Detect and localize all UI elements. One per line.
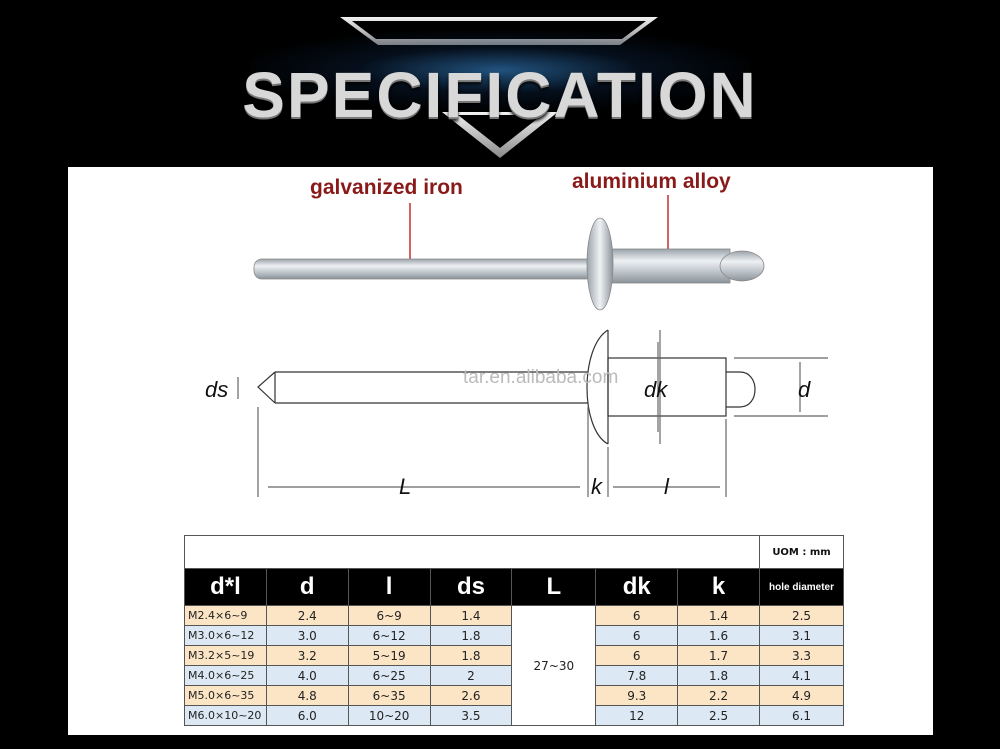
- cell-k: 2.5: [677, 705, 760, 726]
- uom-label: UOM : mm: [759, 535, 844, 569]
- cell-d: 4.8: [265, 685, 349, 706]
- cell-hole: 2.5: [759, 605, 844, 626]
- cell-dl: M6.0×10~20: [184, 705, 267, 726]
- cell-ds: 3.5: [429, 705, 513, 726]
- dim-label-L: L: [399, 474, 411, 499]
- uom-row: UOM : mm: [184, 535, 844, 569]
- dim-label-d: d: [798, 377, 811, 402]
- table-row: M5.0×6~35 4.8 6~35 2.6 9.3 2.2 4.9: [184, 685, 844, 706]
- dim-label-ds: ds: [205, 377, 228, 402]
- cell-hole: 6.1: [759, 705, 844, 726]
- rivet-photo: [253, 217, 765, 311]
- cell-k: 1.6: [677, 625, 760, 646]
- cell-ds: 1.8: [429, 625, 513, 646]
- cell-ds: 1.4: [429, 605, 513, 626]
- watermark-text: tar.en.alibaba.com: [463, 367, 618, 388]
- cell-d: 4.0: [265, 665, 349, 686]
- cell-l: 10~20: [347, 705, 431, 726]
- header-banner: SPECIFICATION: [0, 0, 1000, 165]
- cell-l: 6~9: [347, 605, 431, 626]
- header-ds: ds: [429, 568, 513, 606]
- cell-l: 5~19: [347, 645, 431, 666]
- cell-d: 2.4: [265, 605, 349, 626]
- header-dl: d*l: [184, 568, 267, 606]
- table-header-row: d*l d l ds L dk k hole diameter: [184, 568, 844, 606]
- cell-l: 6~35: [347, 685, 431, 706]
- cell-L: 27~30: [511, 605, 597, 726]
- cell-d: 6.0: [265, 705, 349, 726]
- label-aluminium-alloy: aluminium alloy: [572, 170, 731, 193]
- cell-hole: 4.1: [759, 665, 844, 686]
- cell-ds: 2.6: [429, 685, 513, 706]
- cell-k: 1.4: [677, 605, 760, 626]
- header-k: k: [677, 568, 760, 606]
- cell-dk: 9.3: [595, 685, 679, 706]
- cell-l: 6~12: [347, 625, 431, 646]
- table-row: M2.4×6~9 2.4 6~9 1.4 27~30 6 1.4 2.5: [184, 605, 844, 726]
- cell-ds: 1.8: [429, 645, 513, 666]
- table-row: M6.0×10~20 6.0 10~20 3.5 12 2.5 6.1: [184, 705, 844, 726]
- cell-ds: 2: [429, 665, 513, 686]
- cell-dk: 6: [595, 605, 679, 626]
- cell-hole: 4.9: [759, 685, 844, 706]
- cell-k: 1.7: [677, 645, 760, 666]
- cell-dl: M5.0×6~35: [184, 685, 267, 706]
- header-L: L: [511, 568, 597, 606]
- cell-d: 3.2: [265, 645, 349, 666]
- header-hole-diameter: hole diameter: [759, 568, 844, 606]
- header-glow: [250, 30, 750, 110]
- cell-dl: M2.4×6~9: [184, 605, 267, 626]
- cell-dl: M3.2×5~19: [184, 645, 267, 666]
- dim-label-k: k: [591, 474, 603, 499]
- cell-k: 2.2: [677, 685, 760, 706]
- label-galvanized-iron: galvanized iron: [310, 176, 463, 199]
- spec-table: UOM : mm d*l d l ds L dk k hole diameter…: [184, 535, 844, 726]
- header-l: l: [347, 568, 431, 606]
- cell-dk: 6: [595, 645, 679, 666]
- uom-blank: [184, 535, 760, 569]
- rivet-drawing: galvanized iron aluminium alloy: [205, 170, 828, 499]
- dim-label-dk: dk: [644, 377, 668, 402]
- header-d: d: [265, 568, 349, 606]
- page-title: SPECIFICATION: [242, 59, 758, 131]
- rivet-technical-drawing: [237, 329, 828, 497]
- header-dk: dk: [595, 568, 679, 606]
- spec-table-wrap: UOM : mm d*l d l ds L dk k hole diameter…: [184, 535, 844, 726]
- cell-dl: M3.0×6~12: [184, 625, 267, 646]
- cell-hole: 3.1: [759, 625, 844, 646]
- cell-k: 1.8: [677, 665, 760, 686]
- cell-dk: 7.8: [595, 665, 679, 686]
- cell-l: 6~25: [347, 665, 431, 686]
- cell-d: 3.0: [265, 625, 349, 646]
- dim-label-l: l: [664, 474, 670, 499]
- cell-dk: 12: [595, 705, 679, 726]
- cell-hole: 3.3: [759, 645, 844, 666]
- table-row: M4.0×6~25 4.0 6~25 2 7.8 1.8 4.1: [184, 665, 844, 686]
- cell-dk: 6: [595, 625, 679, 646]
- cell-dl: M4.0×6~25: [184, 665, 267, 686]
